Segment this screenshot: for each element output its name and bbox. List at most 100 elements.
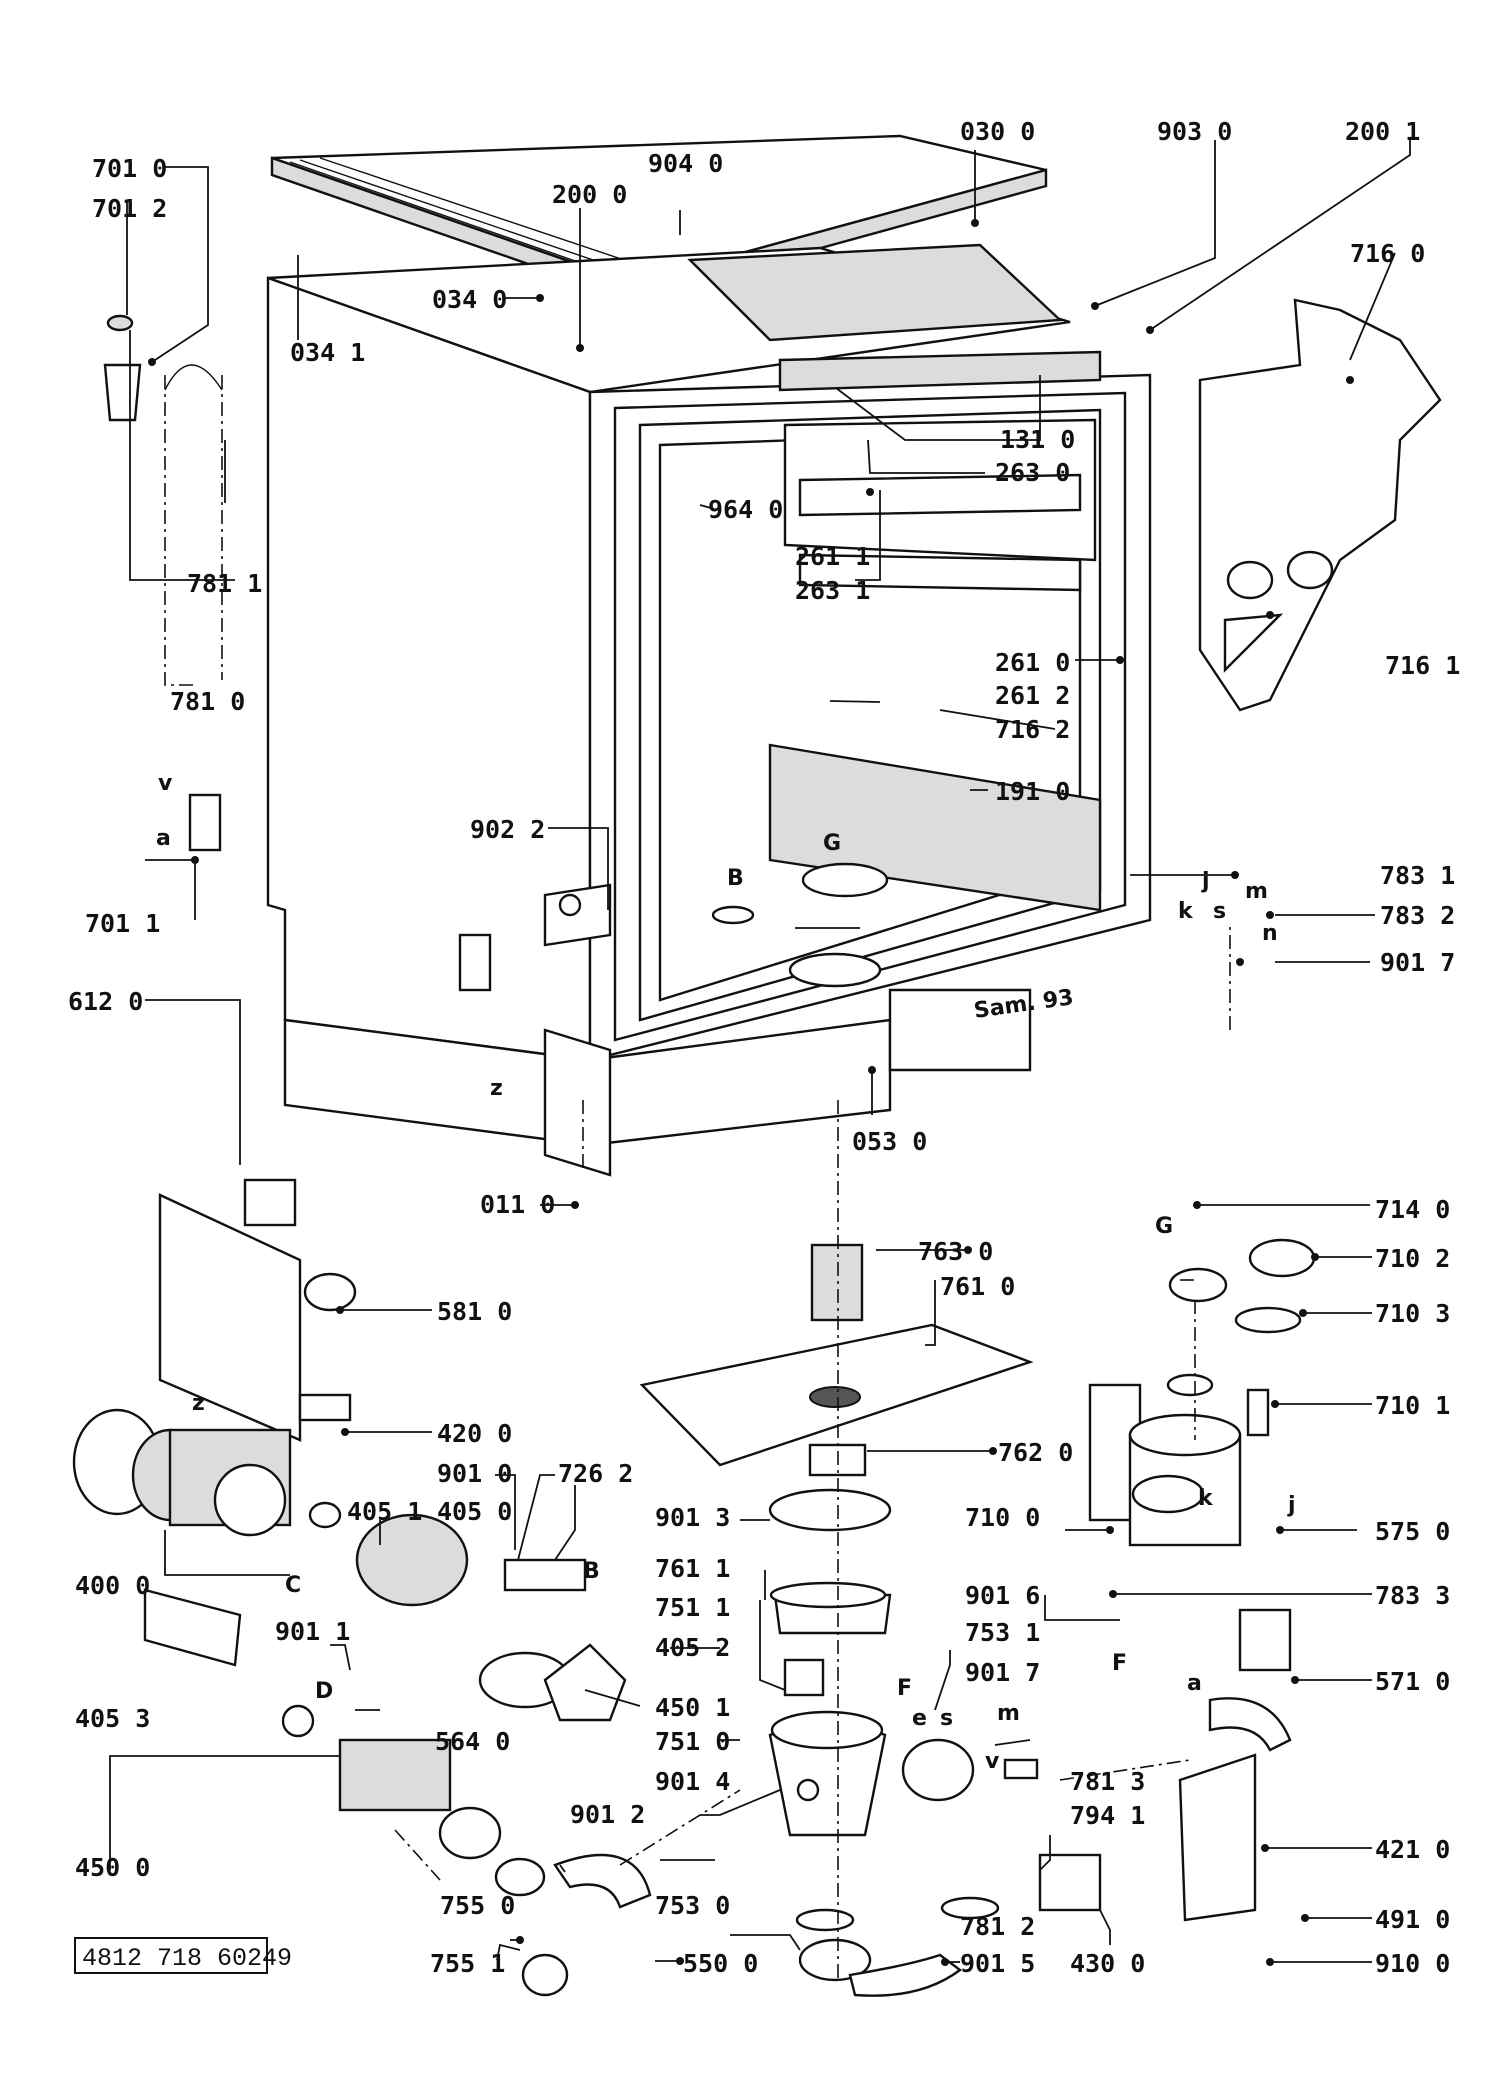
water-softener-assembly bbox=[1088, 1238, 1316, 1547]
connector-letter: k bbox=[1198, 1486, 1214, 1511]
connector-letter: D bbox=[315, 1679, 333, 1704]
part-label: 421 0 bbox=[1375, 1835, 1450, 1864]
part-label: 904 0 bbox=[648, 149, 723, 178]
part-label: 901 6 bbox=[965, 1581, 1040, 1610]
connector-letter: s bbox=[940, 1706, 953, 1731]
part-label: 716 0 bbox=[1350, 239, 1425, 268]
motor-pump-assembly bbox=[72, 1408, 652, 1997]
part-label: 430 0 bbox=[1070, 1949, 1145, 1978]
part-label: 901 5 bbox=[960, 1949, 1035, 1978]
part-number-labels: 030 0 903 0 200 1 904 0 200 0 701 0 701 … bbox=[68, 117, 1460, 1978]
part-label: 763 0 bbox=[918, 1237, 993, 1266]
connector-letter: C bbox=[285, 1573, 301, 1598]
assembly-centerlines bbox=[394, 925, 1231, 1980]
part-label: 762 0 bbox=[998, 1438, 1073, 1467]
control-bracket bbox=[158, 1178, 357, 1442]
connector-letter: m bbox=[1245, 879, 1268, 904]
part-label: 405 1 bbox=[347, 1497, 422, 1526]
part-label: 751 0 bbox=[655, 1727, 730, 1756]
connector-letters: v a z G B k s j m n C D B F e s m v G k … bbox=[156, 771, 1296, 1774]
part-label: 901 4 bbox=[655, 1767, 730, 1796]
part-label: 200 0 bbox=[552, 180, 627, 209]
connector-letter: z bbox=[192, 1391, 205, 1416]
part-label: 753 0 bbox=[655, 1891, 730, 1920]
part-label: 753 1 bbox=[965, 1618, 1040, 1647]
sump-filter-assembly bbox=[639, 1243, 1039, 1997]
part-label: 550 0 bbox=[683, 1949, 758, 1978]
part-label: 901 1 bbox=[275, 1617, 350, 1646]
part-label: 726 2 bbox=[558, 1459, 633, 1488]
part-label: 564 0 bbox=[435, 1727, 510, 1756]
part-label: 581 0 bbox=[437, 1297, 512, 1326]
part-label: 420 0 bbox=[437, 1419, 512, 1448]
connector-letter: B bbox=[727, 866, 744, 891]
connector-letter: e bbox=[912, 1706, 927, 1731]
part-label: 781 3 bbox=[1070, 1767, 1145, 1796]
part-label: 710 1 bbox=[1375, 1391, 1450, 1420]
part-label: 714 0 bbox=[1375, 1195, 1450, 1224]
part-label: 781 2 bbox=[960, 1912, 1035, 1941]
part-label: 030 0 bbox=[960, 117, 1035, 146]
part-label: 200 1 bbox=[1345, 117, 1420, 146]
part-label: 400 0 bbox=[75, 1571, 150, 1600]
part-label: 034 0 bbox=[432, 285, 507, 314]
part-label: 131 0 bbox=[1000, 425, 1075, 454]
part-label: 902 2 bbox=[470, 815, 545, 844]
part-label: 901 3 bbox=[655, 1503, 730, 1532]
part-label: 701 0 bbox=[92, 154, 167, 183]
left-filler-assembly bbox=[103, 314, 223, 852]
part-label: 901 7 bbox=[1380, 948, 1455, 977]
part-label: 903 0 bbox=[1157, 117, 1232, 146]
connector-letter: v bbox=[985, 1749, 1000, 1774]
part-label: 716 1 bbox=[1385, 651, 1460, 680]
part-label: 261 1 bbox=[795, 542, 870, 571]
part-label: 783 1 bbox=[1380, 861, 1455, 890]
part-label: 710 2 bbox=[1375, 1244, 1450, 1273]
part-label: 901 0 bbox=[437, 1459, 512, 1488]
part-label: 901 2 bbox=[570, 1800, 645, 1829]
part-label: 751 1 bbox=[655, 1593, 730, 1622]
connector-letter: v bbox=[158, 771, 173, 796]
part-label: 011 0 bbox=[480, 1190, 555, 1219]
connector-letter: B bbox=[583, 1559, 600, 1584]
part-label: 755 0 bbox=[440, 1891, 515, 1920]
connector-letter: a bbox=[1187, 1671, 1202, 1696]
part-label: 901 7 bbox=[965, 1658, 1040, 1687]
connector-letter: G bbox=[823, 831, 841, 856]
part-label: 783 3 bbox=[1375, 1581, 1450, 1610]
connector-letter: m bbox=[997, 1701, 1020, 1726]
part-label: 781 0 bbox=[170, 687, 245, 716]
part-label: 755 1 bbox=[430, 1949, 505, 1978]
cabinet-frame bbox=[266, 243, 1152, 1177]
label-dots bbox=[148, 219, 1354, 1966]
leader-lines bbox=[109, 140, 1411, 1963]
part-label: 405 2 bbox=[655, 1633, 730, 1662]
part-label: 261 2 bbox=[995, 681, 1070, 710]
part-label: 783 2 bbox=[1380, 901, 1455, 930]
part-label: 701 1 bbox=[85, 909, 160, 938]
inlet-valve-assembly bbox=[1038, 1608, 1292, 1922]
part-label: 571 0 bbox=[1375, 1667, 1450, 1696]
part-label: 612 0 bbox=[68, 987, 143, 1016]
part-label: 710 0 bbox=[965, 1503, 1040, 1532]
part-label: 781 1 bbox=[187, 569, 262, 598]
part-label: 263 1 bbox=[795, 576, 870, 605]
connector-letter: F bbox=[897, 1676, 912, 1701]
connector-letter: j bbox=[1287, 1493, 1296, 1518]
part-label: 405 0 bbox=[437, 1497, 512, 1526]
part-label: 701 2 bbox=[92, 194, 167, 223]
part-label: 761 1 bbox=[655, 1554, 730, 1583]
connector-letter: k bbox=[1178, 899, 1194, 924]
part-label: 716 2 bbox=[995, 715, 1070, 744]
part-label: 405 3 bbox=[75, 1704, 150, 1733]
part-label: 761 0 bbox=[940, 1272, 1015, 1301]
document-number-box: 4812 718 60249 bbox=[74, 1937, 292, 1974]
connector-letter: F bbox=[1112, 1651, 1127, 1676]
part-label: 910 0 bbox=[1375, 1949, 1450, 1978]
part-label: 261 0 bbox=[995, 648, 1070, 677]
connector-letter: G bbox=[1155, 1214, 1173, 1239]
part-label: 450 0 bbox=[75, 1853, 150, 1882]
connector-letter: s bbox=[1213, 899, 1226, 924]
connector-letter: j bbox=[1201, 869, 1210, 894]
